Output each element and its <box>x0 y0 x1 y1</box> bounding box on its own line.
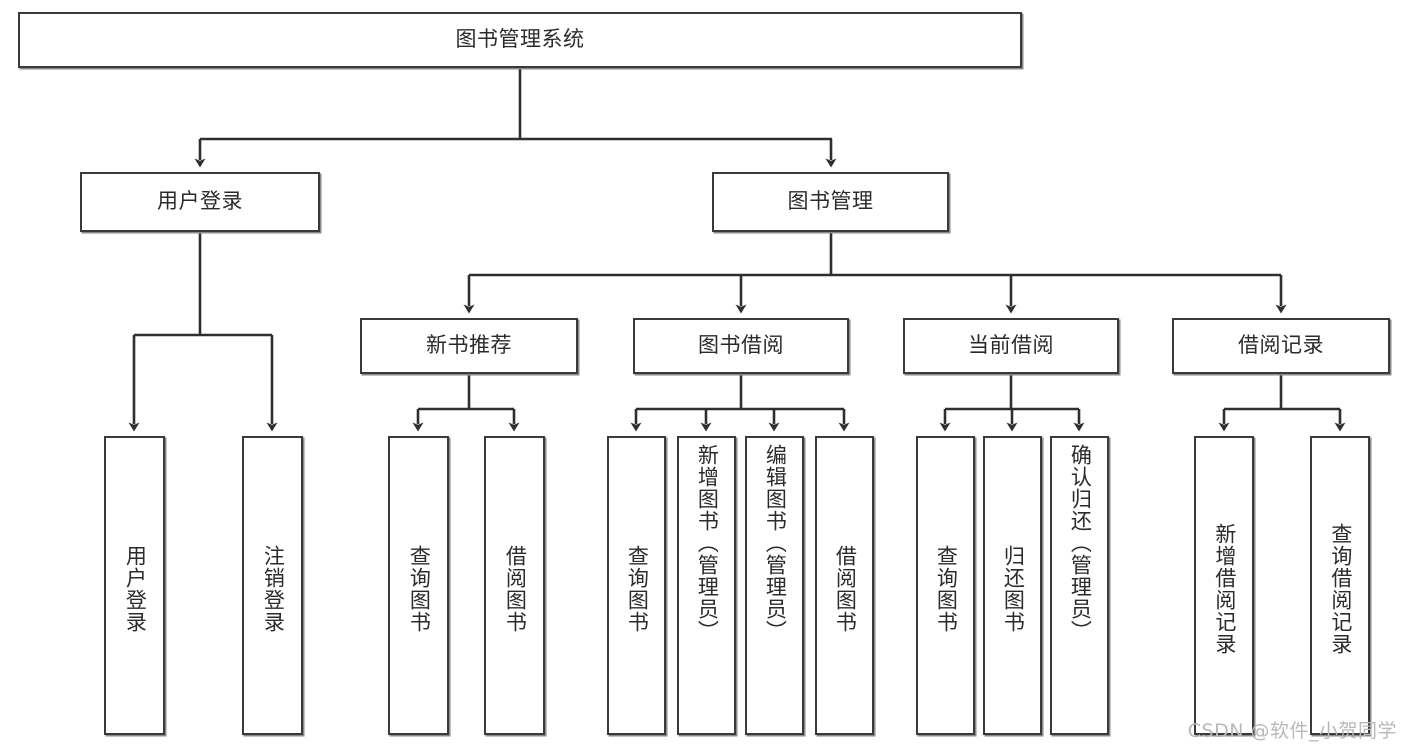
node-leaf-user-logout[interactable]: 注销登录 <box>242 436 303 735</box>
csdn-watermark: CSDN @软件_小贺同学 <box>1187 720 1397 742</box>
node-leaf-query-record[interactable]: 查询借阅记录 <box>1310 436 1370 735</box>
node-new-book-rec[interactable]: 新书推荐 <box>360 318 578 374</box>
node-leaf-query-book-borrow-label: 查询图书 <box>625 544 650 633</box>
node-leaf-user-login[interactable]: 用户登录 <box>104 436 165 735</box>
node-leaf-add-book-label: 新增图书（管理员） <box>695 444 720 642</box>
node-leaf-query-book-cur[interactable]: 查询图书 <box>916 436 975 735</box>
node-root-label: 图书管理系统 <box>455 27 585 52</box>
node-leaf-add-record[interactable]: 新增借阅记录 <box>1194 436 1254 735</box>
node-leaf-borrow-book-label: 借阅图书 <box>833 544 858 633</box>
node-leaf-edit-book[interactable]: 编辑图书（管理员） <box>745 436 804 735</box>
node-leaf-return-book-label: 归还图书 <box>1001 544 1026 633</box>
node-leaf-add-book[interactable]: 新增图书（管理员） <box>677 436 736 735</box>
node-current-borrow-label: 当前借阅 <box>968 333 1054 358</box>
node-leaf-borrow-book-rec[interactable]: 借阅图书 <box>484 436 545 735</box>
node-leaf-query-record-label: 查询借阅记录 <box>1328 522 1353 655</box>
node-user-login[interactable]: 用户登录 <box>80 172 320 232</box>
node-book-borrow[interactable]: 图书借阅 <box>633 318 849 374</box>
node-leaf-query-book-rec-label: 查询图书 <box>407 544 432 633</box>
node-leaf-query-book-rec[interactable]: 查询图书 <box>388 436 449 735</box>
node-leaf-confirm-return[interactable]: 确认归还（管理员） <box>1050 436 1109 735</box>
node-book-manage[interactable]: 图书管理 <box>712 172 949 232</box>
node-leaf-borrow-book[interactable]: 借阅图书 <box>815 436 874 735</box>
node-leaf-user-login-label: 用户登录 <box>123 544 148 633</box>
node-leaf-add-record-label: 新增借阅记录 <box>1212 522 1237 655</box>
node-book-manage-label: 图书管理 <box>787 189 874 214</box>
node-leaf-query-book-borrow[interactable]: 查询图书 <box>607 436 666 735</box>
node-leaf-return-book[interactable]: 归还图书 <box>983 436 1042 735</box>
node-leaf-confirm-return-label: 确认归还（管理员） <box>1068 444 1093 642</box>
node-borrow-record-label: 借阅记录 <box>1238 333 1324 358</box>
node-root[interactable]: 图书管理系统 <box>18 12 1022 68</box>
node-current-borrow[interactable]: 当前借阅 <box>903 318 1119 374</box>
node-leaf-query-book-cur-label: 查询图书 <box>934 544 959 633</box>
node-borrow-record[interactable]: 借阅记录 <box>1172 318 1390 374</box>
node-new-book-rec-label: 新书推荐 <box>426 333 512 358</box>
node-leaf-borrow-book-rec-label: 借阅图书 <box>503 544 528 633</box>
node-book-borrow-label: 图书借阅 <box>698 333 784 358</box>
node-leaf-user-logout-label: 注销登录 <box>261 544 286 633</box>
node-leaf-edit-book-label: 编辑图书（管理员） <box>763 444 788 642</box>
node-user-login-label: 用户登录 <box>157 189 243 214</box>
